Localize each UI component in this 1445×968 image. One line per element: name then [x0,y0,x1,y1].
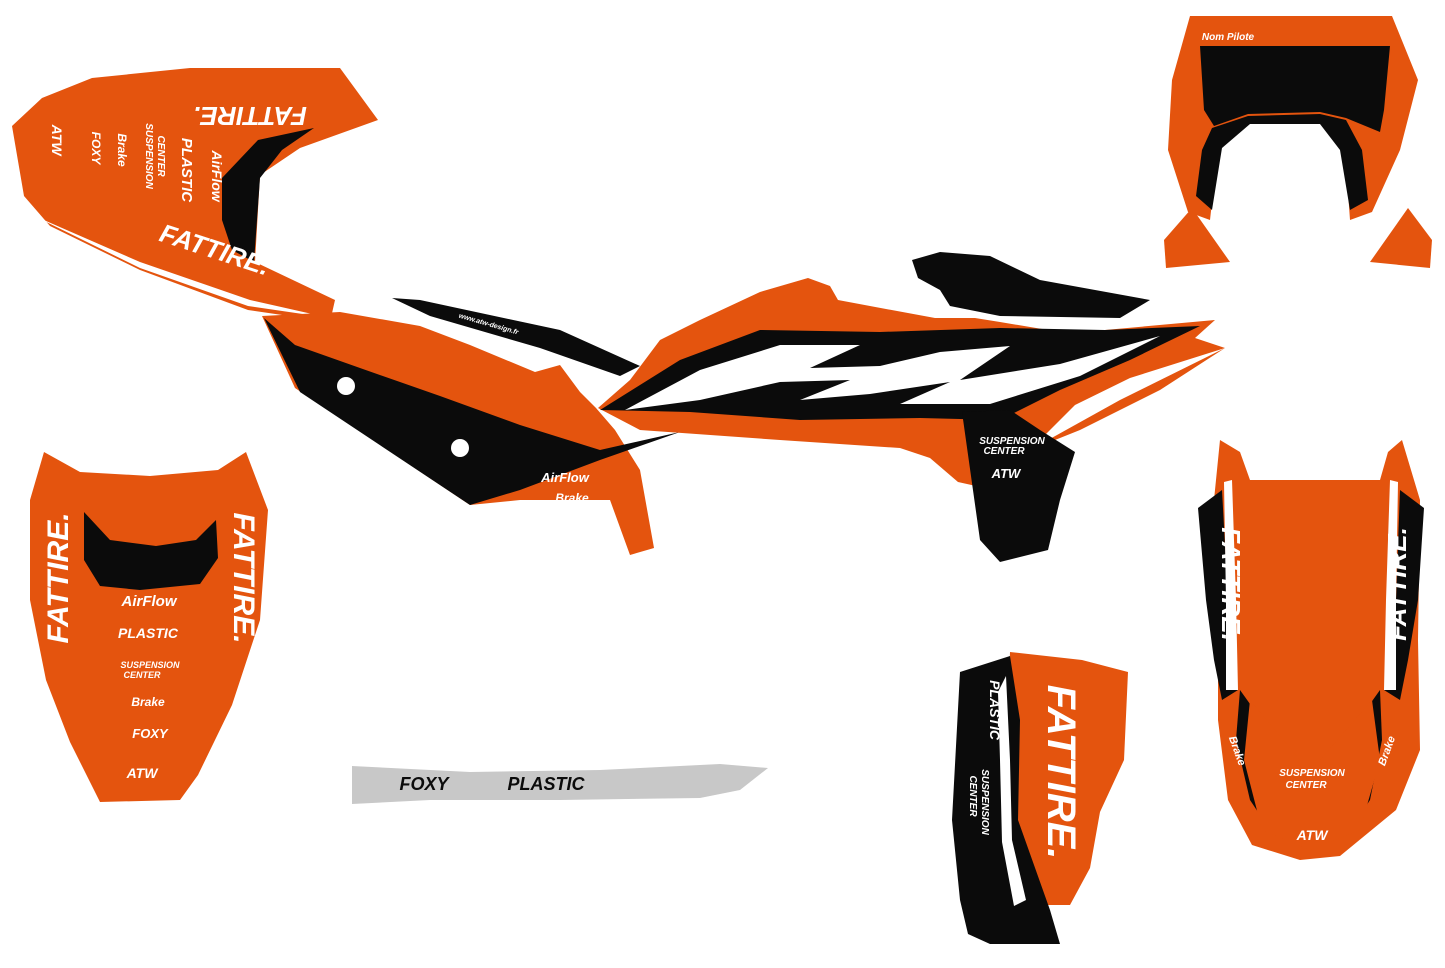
front-fender-plastic: PLASTIC [118,625,179,641]
side-panel-decal: AirFlow Brake PLASTIC [262,312,680,555]
fork-guard-suspension: SUSPENSION [979,769,990,835]
fork-guard-center: CENTER [967,775,978,817]
seat-strip-plastic: PLASTIC [507,774,585,794]
fork-guard-decal: PLASTIC FATTIRE. SUSPENSION CENTER [952,652,1128,944]
shroud-white-bolt [625,336,1160,410]
front-fender-fattire-right: FATTIRE. [227,512,260,643]
shroud-atw: ATW [991,466,1022,481]
rear-fender-center: CENTER [155,135,166,177]
side-panel-plastic: PLASTIC [560,514,616,529]
rear-fender-brake: Brake [115,133,129,167]
side-panel-brake: Brake [555,491,589,505]
headlight-left-tab [1164,208,1230,268]
front-fender-suspension: SUSPENSION [120,660,180,670]
number-plate-left-white [1224,480,1238,690]
number-plate-center: CENTER [1285,780,1327,791]
number-plate-right-black [1384,490,1424,700]
front-fender-black-top [84,512,218,590]
front-fender-foxy: FOXY [132,726,169,741]
rear-fender-black-panel [222,128,314,262]
side-panel-hole-2 [451,439,469,457]
side-panel-black [264,318,680,505]
fork-guard-fattire: FATTIRE. [1039,685,1083,860]
number-plate-fattire-left: FATTIRE. [1216,527,1246,641]
shroud-lower-stripe [1030,348,1225,450]
rear-fender-plastic: PLASTIC [178,138,195,203]
number-plate-inner-orange [1244,700,1380,850]
shroud-top-black [912,252,1150,318]
shroud-lower-black [962,410,1075,562]
front-fender-atw: ATW [126,765,160,781]
rear-fender-body [12,68,378,322]
headlight-mask-decal: Nom Pilote [1164,16,1432,268]
headlight-right-tab [1370,208,1432,268]
side-panel-hole-1 [337,377,355,395]
seat-strip-foxy: FOXY [399,774,450,794]
seat-strip-decal: FOXY PLASTIC [352,764,768,804]
rear-fender-foxy: FOXY [89,132,103,166]
fork-guard-orange [1005,652,1128,905]
number-plate-right-white [1384,480,1398,690]
front-fender-fattire-left: FATTIRE. [42,512,75,643]
fork-guard-plastic: PLASTIC [987,680,1003,741]
rear-fender-airflow: AirFlow [209,149,225,202]
rear-fender-atw: ATW [49,124,65,158]
headlight-name-plate: Nom Pilote [1202,32,1255,43]
front-fender-airflow: AirFlow [121,593,178,610]
rear-fender-decal: FATTIRE. FATTIRE. ATW FOXY Brake SUSPENS… [12,68,378,322]
headlight-window-lower [1196,114,1368,210]
shroud-decal: SUSPENSION CENTER ATW [598,252,1225,562]
front-fender-center: CENTER [123,670,161,680]
shroud-suspension: SUSPENSION [979,436,1045,447]
shroud-center: CENTER [983,446,1025,457]
number-plate-suspension: SUSPENSION [1279,768,1345,779]
airbox-strip [392,298,640,376]
number-plate-decal: FATTIRE. FATTIRE. Brake Brake SUSPENSION… [1198,440,1424,860]
rear-fender-fattire-top: FATTIRE. [193,101,307,131]
number-plate-fattire-right: FATTIRE. [1382,527,1412,641]
rear-fender-suspension: SUSPENSION [143,123,154,189]
front-fender-brake: Brake [131,695,165,709]
headlight-window [1200,46,1390,132]
side-panel-airflow: AirFlow [540,470,590,485]
front-fender-decal: FATTIRE. FATTIRE. AirFlow PLASTIC SUSPEN… [30,452,268,802]
fork-guard-white-stripe [998,676,1026,906]
seat-strip-body [352,764,768,804]
number-plate-atw: ATW [1296,827,1330,843]
